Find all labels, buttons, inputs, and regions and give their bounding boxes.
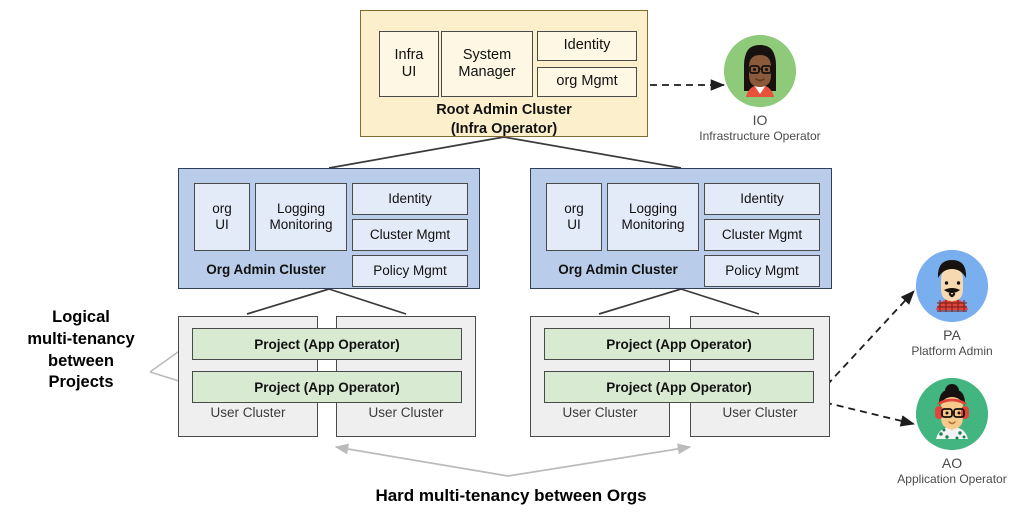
org-admin-cluster-1-title: Org Admin Cluster	[206, 262, 326, 277]
application-operator-avatar-icon	[916, 378, 988, 450]
caption-left-line-3: between	[47, 351, 115, 370]
persona-abbr: AO	[941, 455, 963, 471]
org2-component-identity[interactable]: Identity	[704, 183, 820, 215]
persona-full-name: Application Operator	[897, 472, 1007, 486]
root-component-identity[interactable]: Identity	[537, 31, 637, 61]
org2-to-user-connectors	[598, 288, 760, 315]
persona-infrastructure-operator: IO Infrastructure Operator	[690, 35, 830, 143]
org2-component-policy-mgmt[interactable]: Policy Mgmt	[704, 255, 820, 287]
root-admin-cluster-title: Root Admin Cluster (Infra Operator)	[361, 101, 647, 138]
persona-full-name: Infrastructure Operator	[699, 129, 821, 143]
org2-project-1[interactable]: Project (App Operator)	[544, 328, 814, 360]
org1-project-1[interactable]: Project (App Operator)	[192, 328, 462, 360]
root-title-line-1: Root Admin Cluster	[436, 102, 572, 118]
user-cluster-label: User Cluster	[562, 405, 638, 420]
root-to-org-connectors	[328, 136, 682, 169]
infrastructure-operator-avatar-icon	[724, 35, 796, 107]
org1-component-policy-mgmt[interactable]: Policy Mgmt	[352, 255, 468, 287]
org-admin-cluster-2-title: Org Admin Cluster	[558, 262, 678, 277]
root-title-line-2: (Infra Operator)	[450, 120, 558, 137]
org1-component-identity[interactable]: Identity	[352, 183, 468, 215]
org2-project-2[interactable]: Project (App Operator)	[544, 371, 814, 403]
org1-component-cluster-mgmt[interactable]: Cluster Mgmt	[352, 219, 468, 251]
root-component-label: org Mgmt	[556, 73, 618, 90]
hard-multitenancy-caption: Hard multi-tenancy between Orgs	[375, 486, 647, 505]
user-cluster-label: User Cluster	[210, 405, 286, 420]
org-component-label: Policy Mgmt	[373, 263, 447, 279]
root-component-label: Identity	[563, 37, 611, 54]
persona-full-name: Platform Admin	[911, 344, 993, 358]
persona-application-operator: AO Application Operator	[882, 378, 1022, 486]
hard-tenancy-arrow	[334, 443, 692, 477]
org1-to-user-connectors	[246, 288, 407, 315]
user-cluster-label: User Cluster	[722, 405, 798, 420]
org-component-label: Cluster Mgmt	[369, 227, 451, 243]
platform-admin-avatar-icon	[916, 250, 988, 322]
persona-abbr: IO	[752, 112, 768, 128]
org-component-label: Identity	[388, 191, 432, 207]
caption-left-line-1: Logical	[52, 308, 110, 326]
caption-left-line-4: Projects	[48, 373, 114, 392]
logical-multitenancy-caption: Logical multi-tenancy between Projects	[14, 307, 148, 394]
persona-abbr: PA	[943, 327, 961, 343]
root-component-org-mgmt[interactable]: org Mgmt	[537, 67, 637, 97]
org2-component-cluster-mgmt[interactable]: Cluster Mgmt	[704, 219, 820, 251]
user-cluster-label: User Cluster	[368, 405, 444, 420]
caption-left-line-2: multi-tenancy	[27, 329, 135, 348]
persona-platform-admin: PA Platform Admin	[882, 250, 1022, 358]
org1-project-2[interactable]: Project (App Operator)	[192, 371, 462, 403]
